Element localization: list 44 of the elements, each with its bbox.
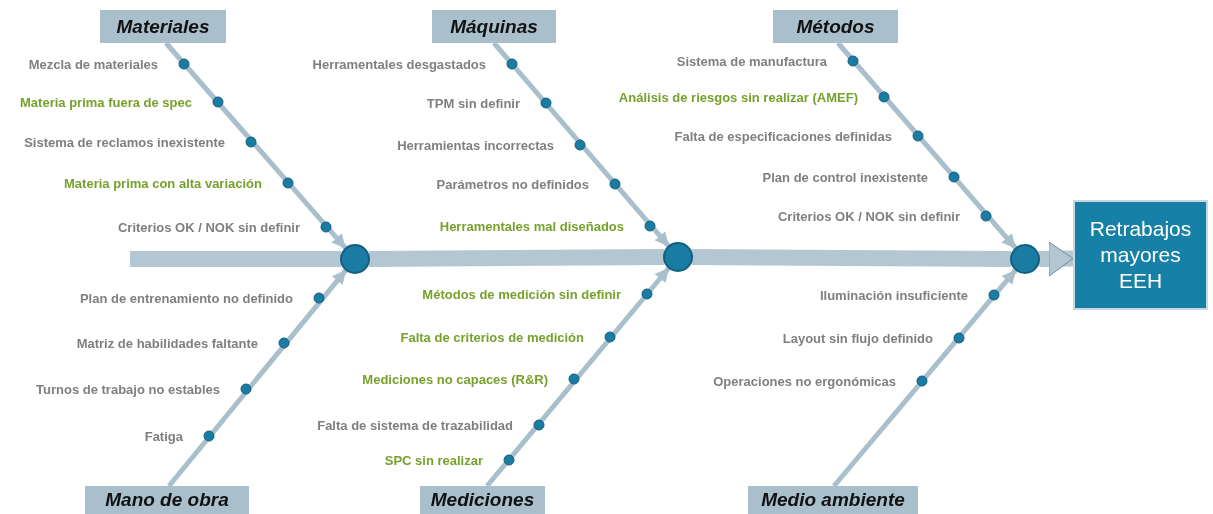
bone-arrow — [492, 41, 671, 248]
cause-label: Materia prima fuera de spec — [20, 94, 192, 110]
category-box: Máquinas — [432, 10, 556, 43]
effect-box: Retrabajos mayores EEH — [1073, 200, 1208, 310]
bone-arrow — [164, 41, 348, 251]
bone-arrow — [832, 268, 1018, 488]
junction-circle — [340, 244, 370, 274]
cause-label: Fatiga — [144, 428, 183, 444]
category-box: Medio ambiente — [748, 486, 918, 514]
cause-label: Falta de sistema de trazabilidad — [317, 417, 513, 433]
cause-label: Plan de entrenamiento no definido — [79, 290, 293, 306]
category-box: Materiales — [100, 10, 226, 43]
cause-label: Sistema de reclamos inexistente — [24, 134, 225, 150]
cause-label: TPM sin definir — [426, 95, 520, 111]
cause-label: Operaciones no ergonómicas — [713, 373, 896, 389]
cause-label: Falta de criterios de medición — [400, 329, 584, 345]
cause-label: Falta de especificaciones definidas — [674, 128, 892, 144]
cause-label: Mediciones no capaces (R&R) — [362, 371, 548, 387]
cause-label: Sistema de manufactura — [676, 53, 827, 69]
cause-label: Análisis de riesgos sin realizar (AMEF) — [618, 89, 858, 105]
cause-label: SPC sin realizar — [384, 452, 483, 468]
cause-label: Layout sin flujo definido — [782, 330, 933, 346]
cause-label: Herramentales mal diseñados — [439, 218, 624, 234]
category-box: Métodos — [773, 10, 898, 43]
bone-arrow — [485, 266, 671, 488]
cause-label: Materia prima con alta variación — [64, 175, 262, 191]
cause-label: Iluminación insuficiente — [819, 287, 968, 303]
bone-arrow — [167, 268, 349, 488]
cause-label: Turnos de trabajo no estables — [36, 381, 220, 397]
cause-label: Plan de control inexistente — [762, 169, 928, 185]
category-box: Mediciones — [420, 486, 545, 514]
cause-label: Criterios OK / NOK sin definir — [117, 219, 300, 235]
cause-label: Parámetros no definidos — [436, 176, 589, 192]
junction-circle — [1010, 244, 1040, 274]
bone-arrow — [836, 41, 1018, 251]
junction-circle — [663, 242, 693, 272]
cause-label: Métodos de medición sin definir — [422, 286, 621, 302]
cause-label: Matriz de habilidades faltante — [76, 335, 258, 351]
cause-label: Criterios OK / NOK sin definir — [777, 208, 960, 224]
cause-label: Herramientas incorrectas — [397, 137, 554, 153]
cause-label: Herramentales desgastados — [312, 56, 486, 72]
spine-arrow — [1038, 241, 1074, 277]
category-box: Mano de obra — [85, 486, 249, 514]
cause-label: Mezcla de materiales — [28, 56, 158, 72]
